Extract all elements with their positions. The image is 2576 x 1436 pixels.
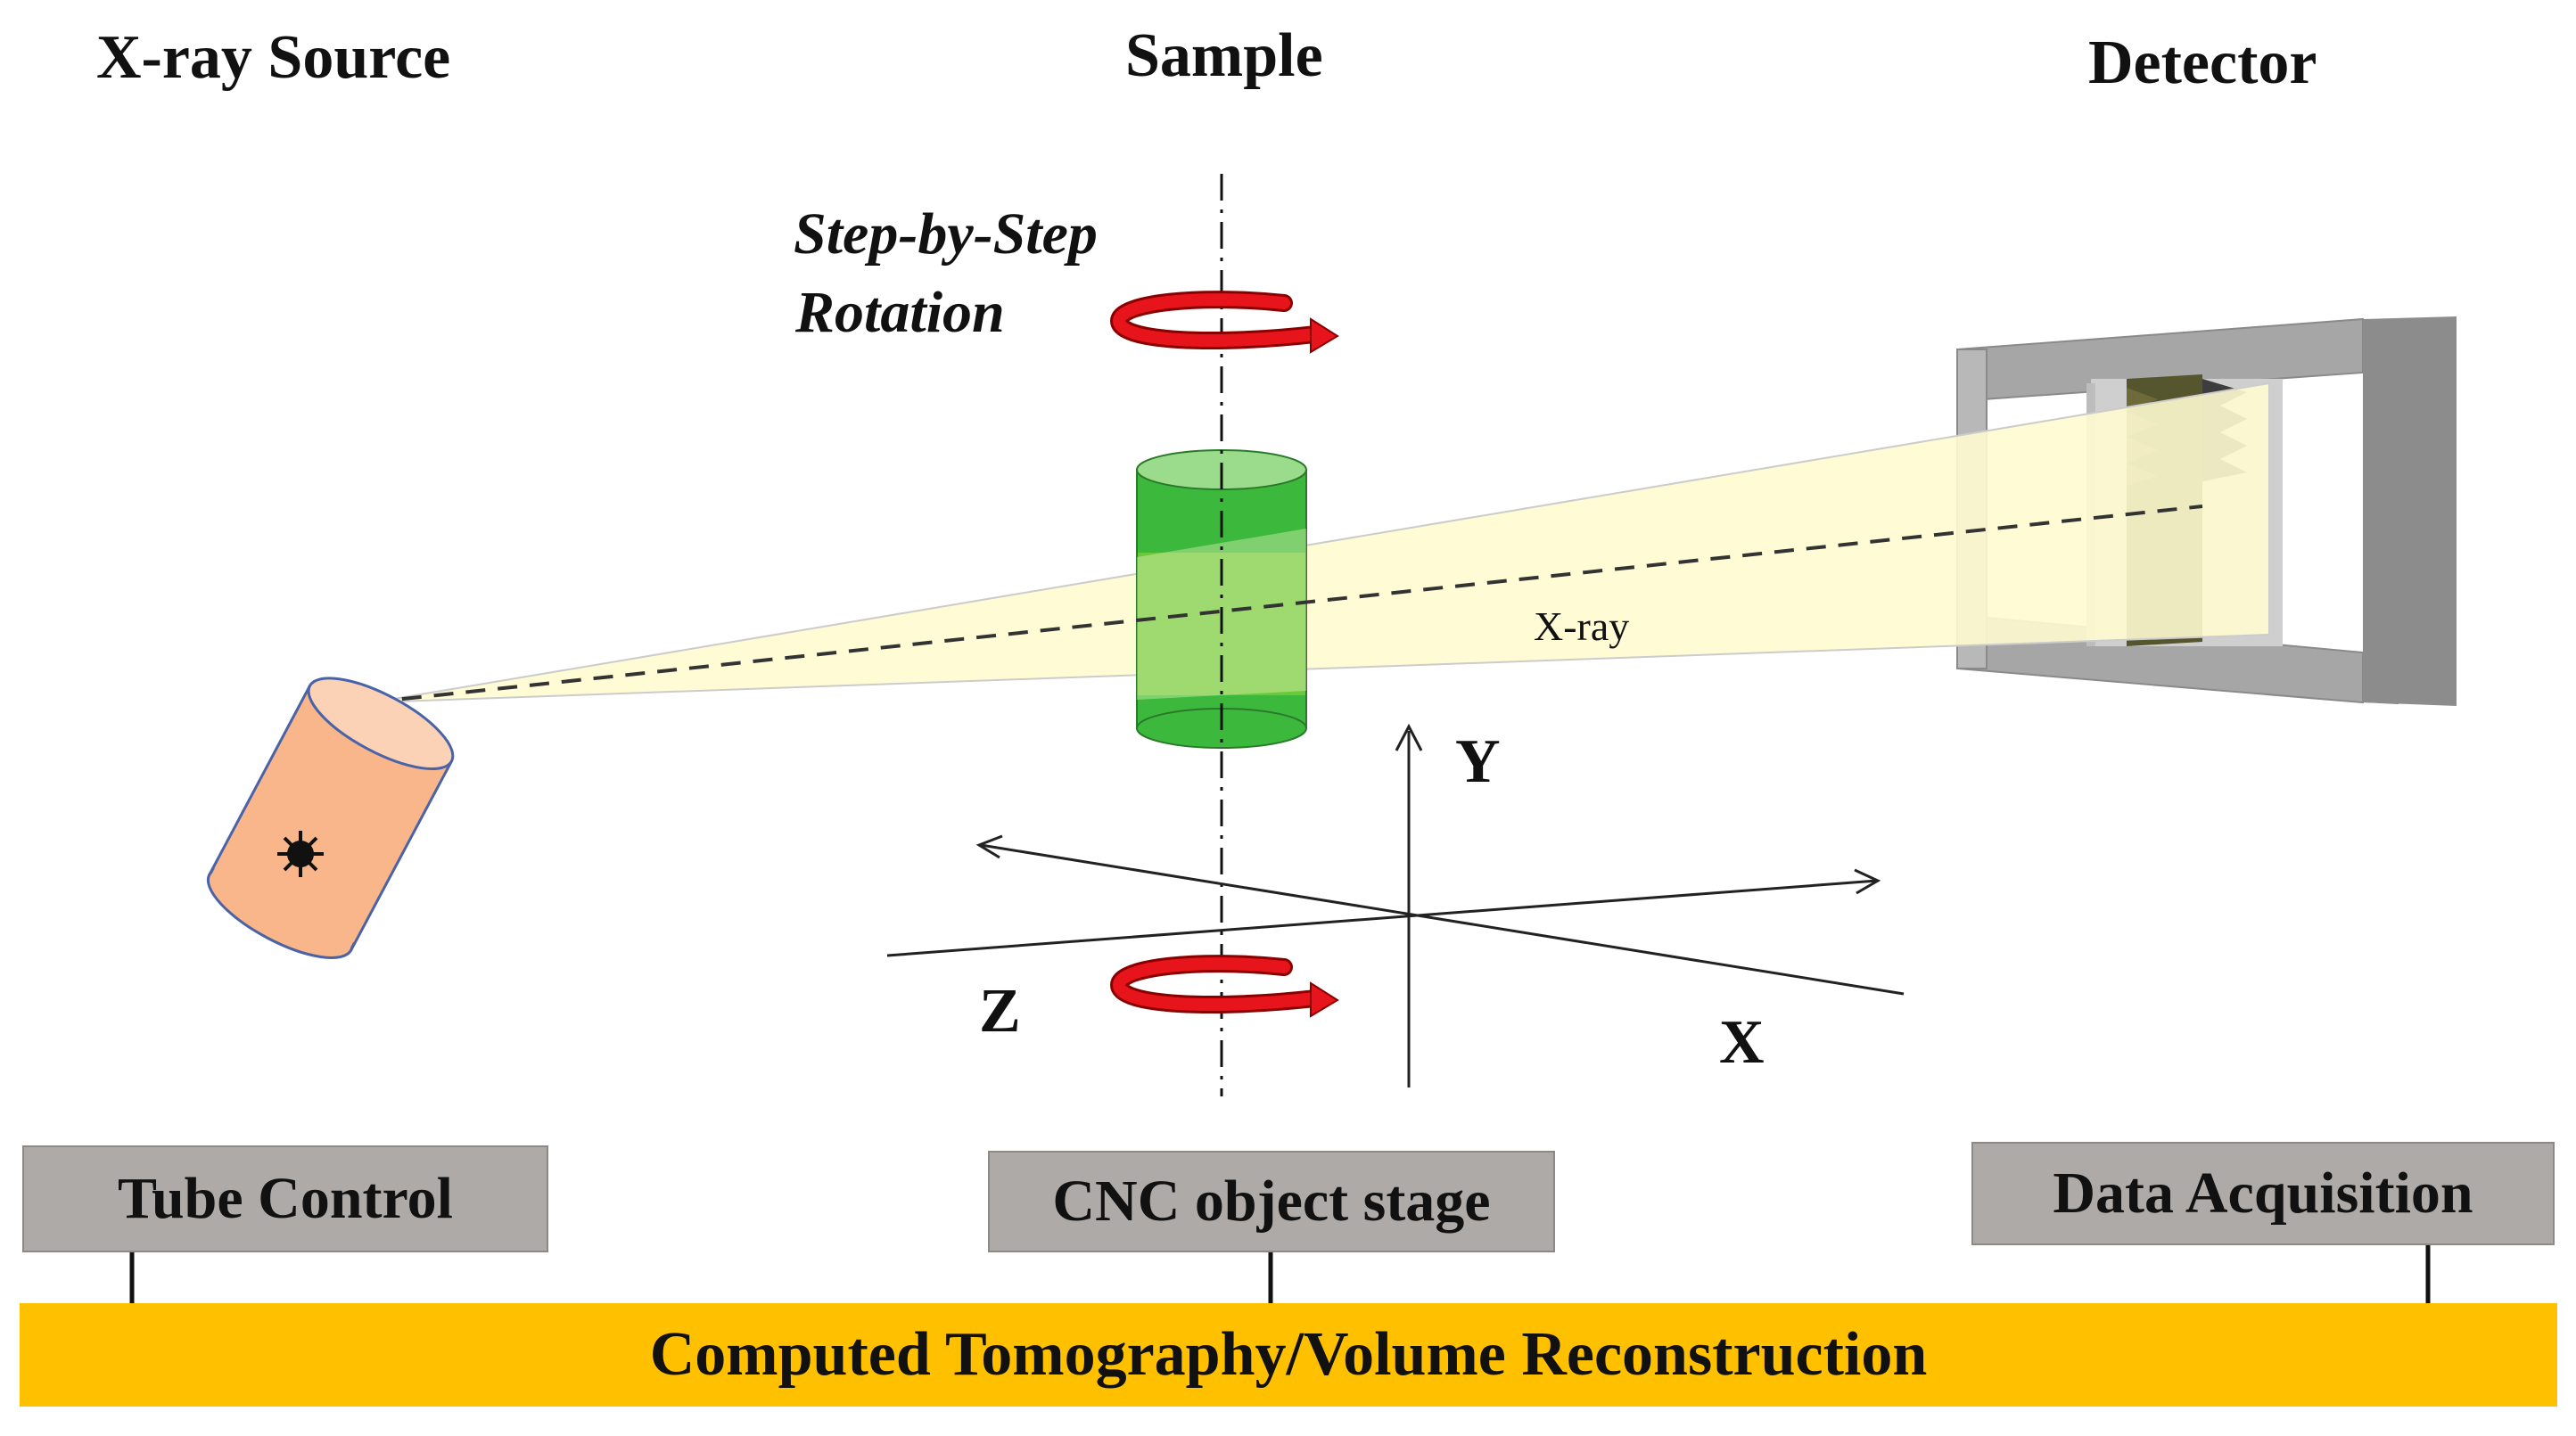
xray-beam-label: X-ray <box>1534 603 1630 649</box>
tube-control-box: Tube Control <box>22 1145 548 1252</box>
axis-x-label: X <box>1719 1008 1765 1077</box>
rotation-arrow-bottom <box>1109 955 1339 1018</box>
detector-frame-back-side <box>2363 316 2457 706</box>
xray-source-tube <box>206 677 455 959</box>
detector-title: Detector <box>2088 29 2317 97</box>
coordinate-axes <box>886 723 1905 1087</box>
xray-beam <box>372 382 2270 703</box>
xray-source-title: X-ray Source <box>96 23 451 92</box>
data-acquisition-box: Data Acquisition <box>1971 1142 2555 1245</box>
sample-cylinder <box>1136 449 1307 749</box>
cnc-stage-box: CNC object stage <box>988 1151 1555 1252</box>
rotation-label-line2: Rotation <box>795 280 1005 345</box>
sample-title: Sample <box>1125 21 1323 90</box>
axis-z-label: Z <box>979 977 1021 1046</box>
axis-y-label: Y <box>1455 727 1501 796</box>
rotation-label-line1: Step-by-Step <box>794 201 1098 267</box>
beam-center-line <box>369 505 2203 704</box>
sun-icon <box>277 831 324 877</box>
ct-reconstruction-bar: Computed Tomography/Volume Reconstructio… <box>20 1303 2557 1407</box>
rotation-arrow-top <box>1109 291 1339 354</box>
